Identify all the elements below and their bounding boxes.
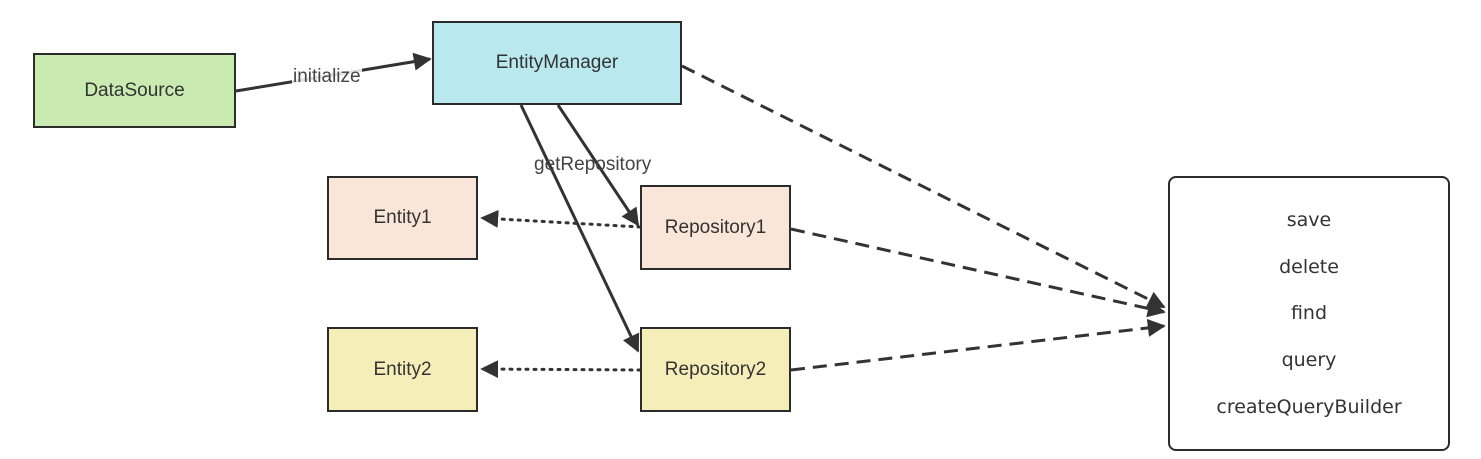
edge-label-initialize: initialize [292, 66, 362, 87]
node-entitymanager: EntityManager [432, 21, 682, 105]
edge-getrepository-2 [519, 104, 640, 353]
operation-save: save [1286, 208, 1332, 231]
operations-panel: save delete find query createQueryBuilde… [1168, 176, 1450, 451]
operation-delete: delete [1279, 255, 1339, 278]
edge-repository2-operations [790, 318, 1166, 372]
node-repository1: Repository1 [640, 185, 791, 270]
edge-entitymanager-operations [681, 64, 1166, 309]
operation-createquerybuilder: createQueryBuilder [1216, 396, 1402, 419]
node-datasource: DataSource [33, 53, 236, 128]
node-repository2: Repository2 [640, 327, 791, 412]
edge-repository1-entity1 [480, 209, 642, 229]
edge-label-getrepository: getRepository [534, 154, 652, 175]
node-entity1: Entity1 [327, 176, 478, 260]
node-entity2: Entity2 [327, 327, 478, 412]
operation-find: find [1290, 302, 1328, 325]
operation-query: query [1281, 349, 1337, 372]
edge-repository1-operations [790, 227, 1166, 318]
edge-repository2-entity2 [480, 360, 642, 379]
edge-getrepository-1 [556, 104, 640, 227]
